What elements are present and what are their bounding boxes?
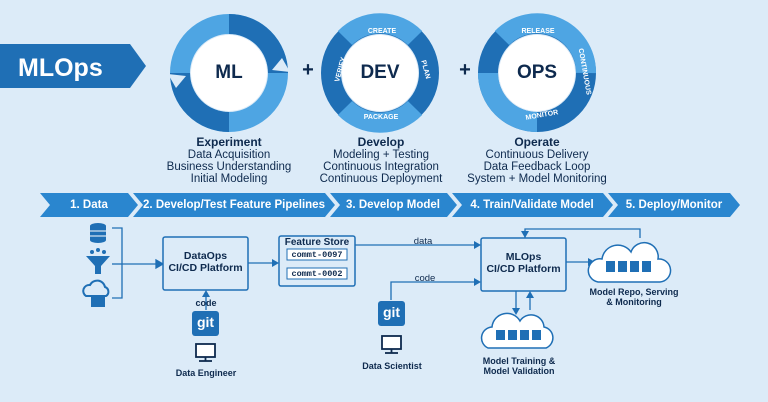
ops-cycle-icon — [478, 13, 597, 132]
step-deploy-monitor: 5. Deploy/Monitor — [625, 199, 723, 211]
source-connectors — [112, 227, 165, 299]
cloud-computer-icon — [82, 279, 110, 307]
dev-create-label: CREATE — [367, 28, 397, 35]
phase-title: Develop — [357, 135, 405, 149]
phase-line: System + Model Monitoring — [467, 172, 607, 185]
phase-line: Continuous Deployment — [319, 172, 443, 185]
dev-center-label: DEV — [360, 62, 400, 83]
phase-line: Data Feedback Loop — [483, 160, 591, 173]
dataops-title: DataOps CI/CD Platform — [168, 250, 243, 275]
git-text-engineer: git — [196, 314, 215, 330]
phase-line: Continuous Delivery — [485, 148, 589, 161]
data-engineer-label: Data Engineer — [175, 368, 237, 378]
phase-line: Modeling + Testing — [332, 148, 429, 161]
phase-title: Operate — [514, 135, 560, 149]
commit-tag: commt-0097 — [291, 250, 343, 260]
commit-tag: commt-0002 — [291, 269, 343, 279]
dev-package-label: PACKAGE — [363, 114, 399, 121]
plus-sign-1: + — [302, 59, 314, 81]
database-icon — [90, 223, 106, 243]
training-label: Model Training & Model Validation — [482, 356, 556, 377]
phase-operate: Operate Continuous Delivery Data Feedbac… — [454, 136, 620, 185]
page-title: MLOps — [18, 54, 103, 82]
step-develop-model: 3. Develop Model — [346, 199, 440, 211]
phase-develop: Develop Modeling + Testing Continuous In… — [302, 136, 460, 185]
funnel-icon — [86, 248, 110, 274]
git-icon-engineer — [192, 311, 219, 336]
dev-cycle-icon — [321, 13, 439, 133]
git-text-scientist: git — [382, 304, 401, 320]
feature-store-title: Feature Store — [284, 237, 350, 248]
computer-icon-engineer — [195, 343, 216, 362]
step-band — [40, 193, 740, 217]
phase-line: Business Understanding — [166, 160, 292, 173]
training-cloud-icon — [480, 312, 554, 349]
phase-line: Data Acquisition — [187, 148, 271, 161]
step-train-validate: 4. Train/Validate Model — [470, 199, 594, 211]
git-icon-scientist — [378, 301, 405, 326]
phase-line: Initial Modeling — [190, 172, 268, 185]
ops-center-label: OPS — [516, 62, 558, 83]
phase-line: Continuous Integration — [323, 160, 439, 173]
edge-code-label: code — [414, 273, 436, 284]
ml-center-label: ML — [215, 62, 243, 83]
mlops-title: MLOps CI/CD Platform — [486, 251, 561, 276]
repo-cloud-icon — [587, 241, 672, 283]
data-scientist-label: Data Scientist — [362, 361, 422, 371]
step-data: 1. Data — [70, 199, 108, 211]
plus-sign-2: + — [459, 59, 471, 81]
step-develop-test-pipelines: 2. Develop/Test Feature Pipelines — [143, 199, 325, 211]
ops-release-label: RELEASE — [521, 28, 555, 35]
computer-icon-scientist — [381, 335, 402, 354]
ml-cycle-icon — [168, 14, 290, 132]
title-banner — [0, 44, 146, 88]
phase-title: Experiment — [196, 135, 262, 149]
phase-experiment: Experiment Data Acquisition Business Und… — [150, 136, 308, 185]
repo-label: Model Repo, Serving & Monitoring — [589, 287, 679, 308]
edge-data-label: data — [413, 236, 433, 247]
mlops-box — [480, 237, 567, 292]
code-label: code — [195, 298, 217, 308]
